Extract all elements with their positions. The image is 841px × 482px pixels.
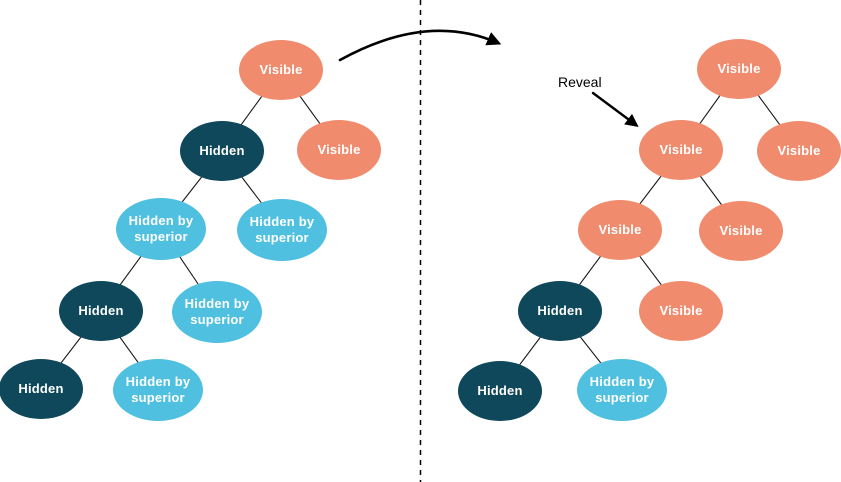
tree-node-visible: Visible	[297, 120, 381, 180]
tree-node-hidden-by-superior: Hidden by superior	[577, 359, 667, 421]
tree-node-hidden-by-superior: Hidden by superior	[116, 198, 206, 260]
tree-node-hidden: Hidden	[59, 281, 143, 341]
tree-node-visible: Visible	[699, 201, 783, 261]
tree-node-hidden: Hidden	[180, 121, 264, 181]
tree-node-visible: Visible	[639, 281, 723, 341]
tree-node-visible: Visible	[578, 200, 662, 260]
tree-node-visible: Visible	[639, 120, 723, 180]
tree-node-hidden: Hidden	[518, 281, 602, 341]
tree-node-hidden-by-superior: Hidden by superior	[113, 359, 203, 421]
tree-node-hidden-by-superior: Hidden by superior	[237, 199, 327, 261]
reveal-arrow	[591, 91, 639, 127]
tree-node-visible: Visible	[697, 39, 781, 99]
tree-node-hidden-by-superior: Hidden by superior	[172, 281, 262, 343]
reveal-label: Reveal	[558, 74, 602, 90]
tree-node-hidden: Hidden	[458, 361, 542, 421]
tree-node-visible: Visible	[757, 121, 841, 181]
tree-node-hidden: Hidden	[0, 359, 83, 419]
tree-node-visible: Visible	[239, 40, 323, 100]
transform-arrow	[338, 29, 502, 62]
